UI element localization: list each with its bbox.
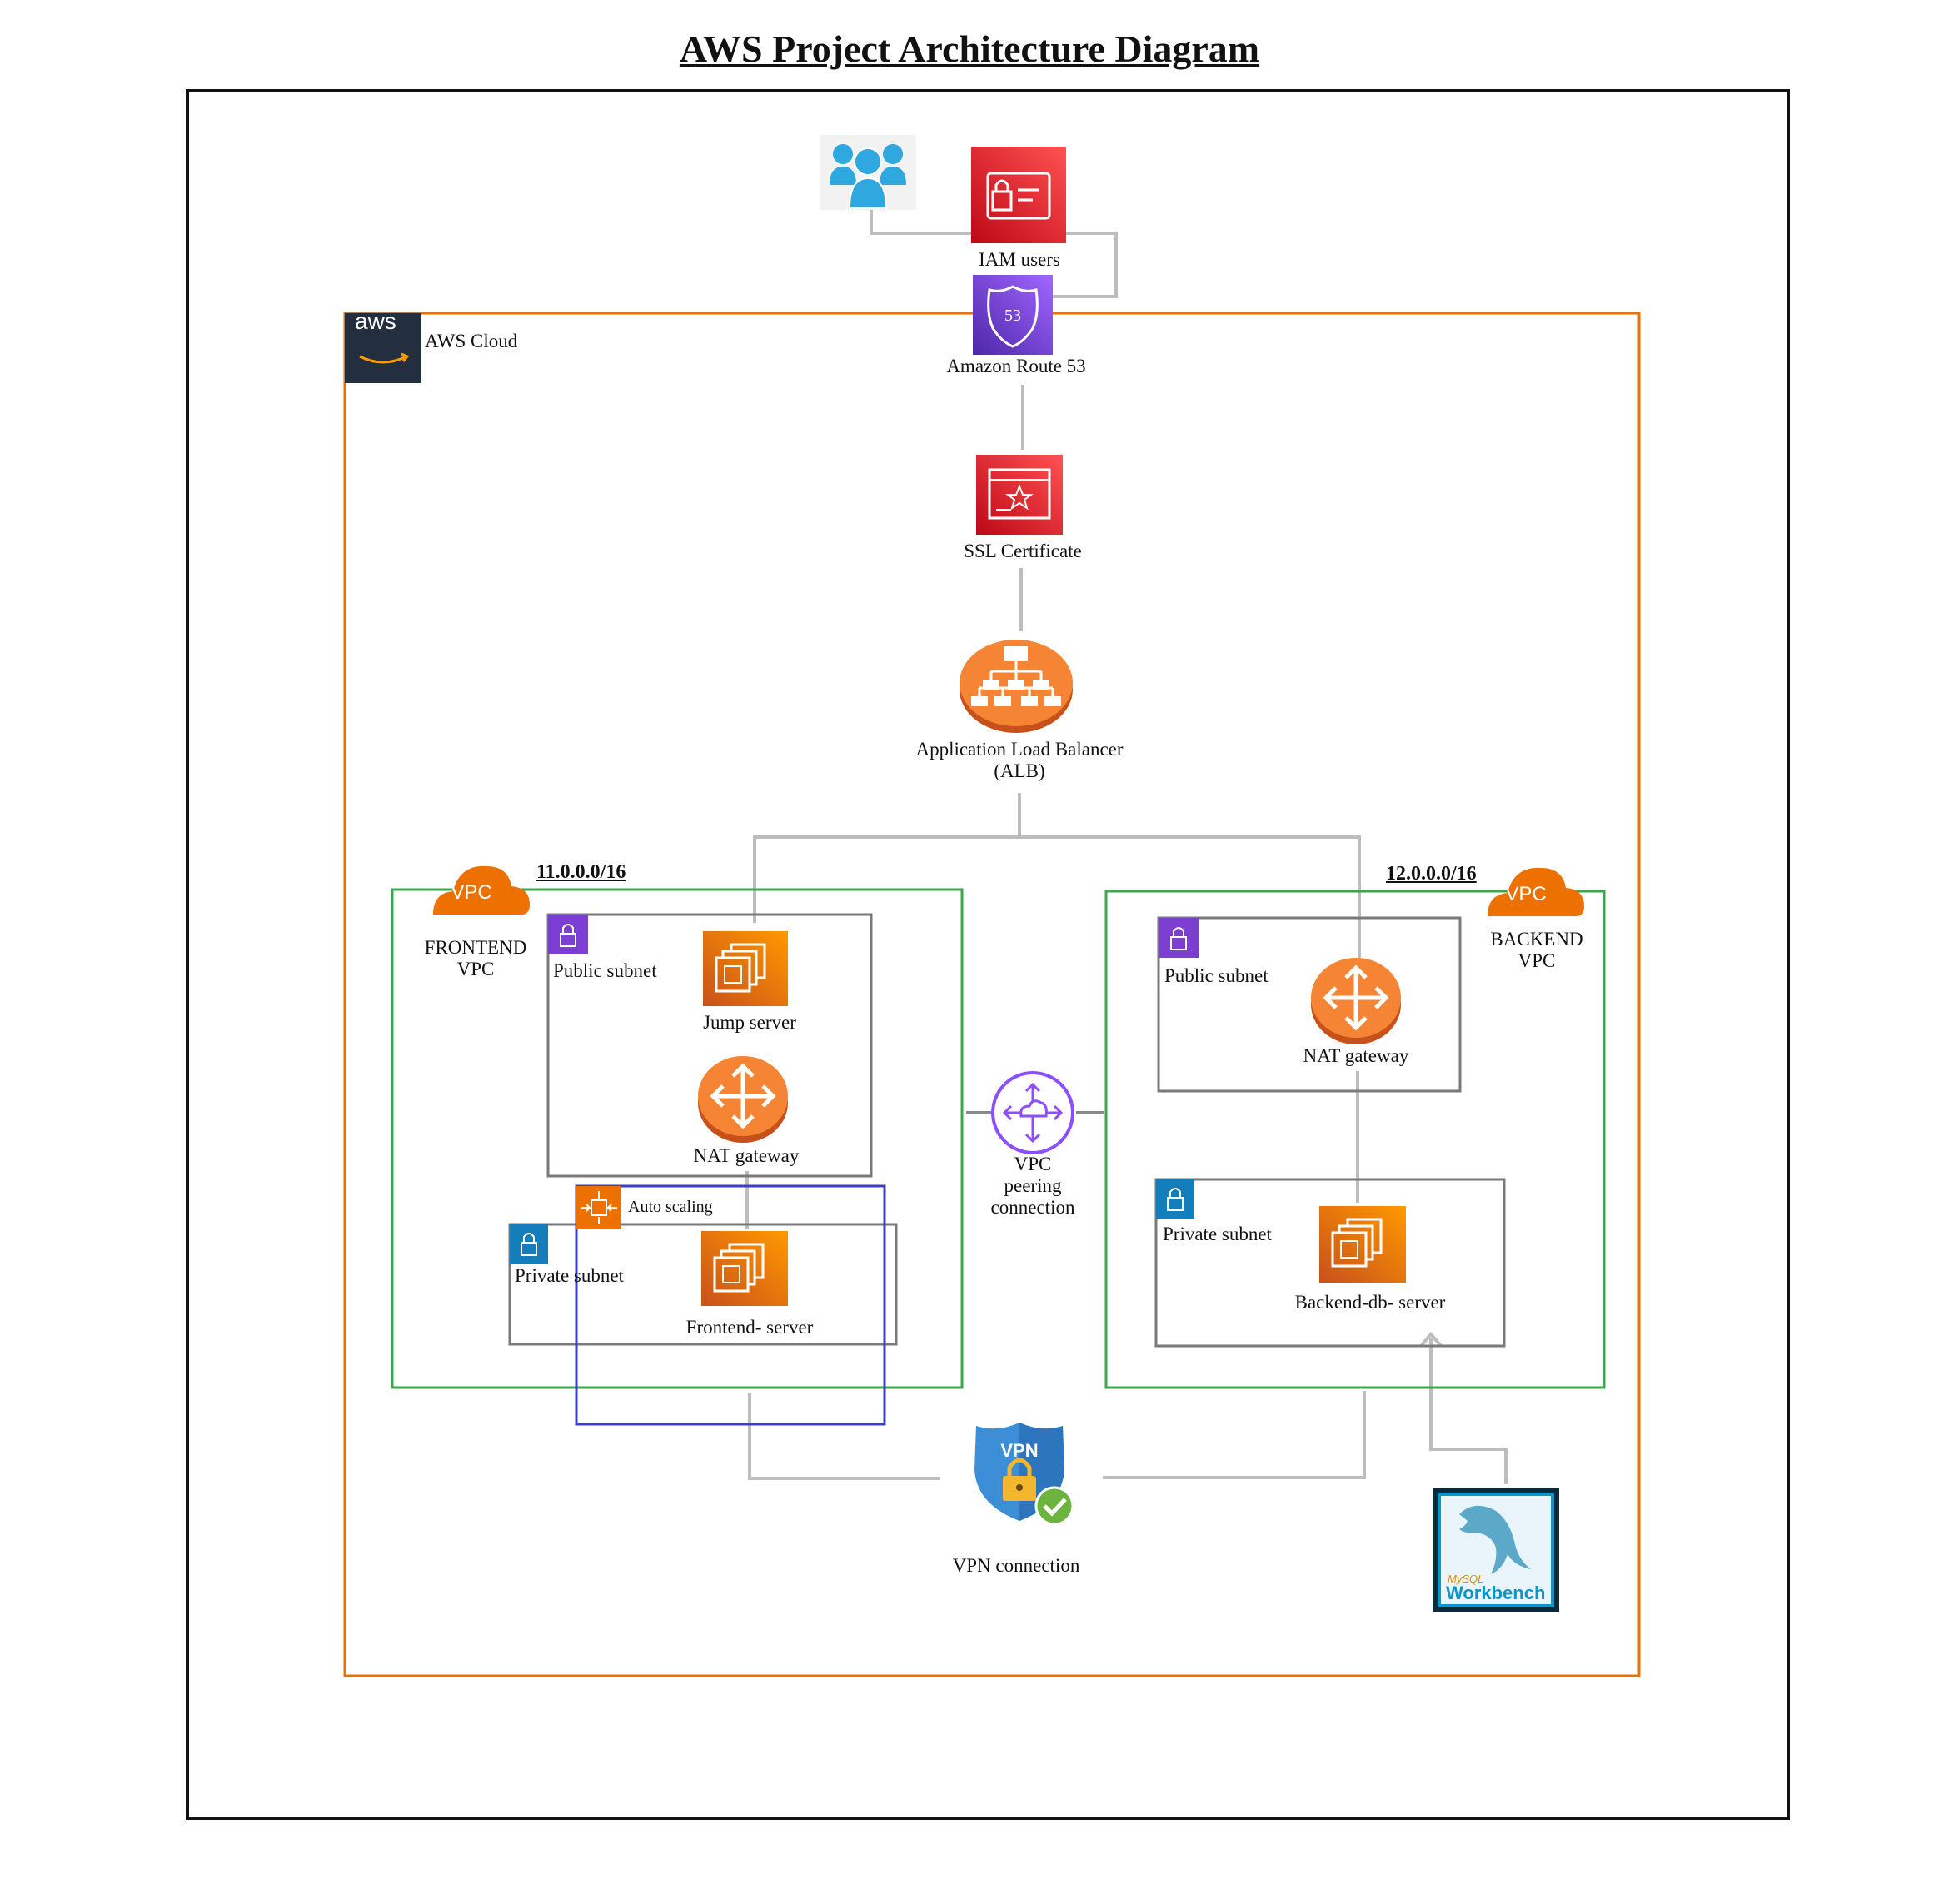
ec2-jump-server-icon: [703, 931, 788, 1006]
iam-icon: [971, 147, 1066, 243]
load-balancer-icon: [960, 640, 1073, 733]
backend-public-subnet: [1157, 916, 1462, 1093]
alb-label-line1: Application Load Balancer: [915, 739, 1124, 760]
frontend-public-subnet-label: Public subnet: [553, 960, 657, 981]
frontend-cidr: 11.0.0.0/16: [536, 861, 626, 883]
ssl-certificate-icon: [976, 455, 1063, 535]
route53-label: Amazon Route 53: [946, 356, 1086, 376]
backend-nat-gateway-label: NAT gateway: [1303, 1045, 1409, 1066]
frontend-vpc-badge-text: VPC: [451, 881, 492, 904]
iam-users-label: IAM users: [979, 249, 1060, 270]
private-subnet-lock-icon: [1156, 1179, 1194, 1219]
backend-cidr: 12.0.0.0/16: [1386, 863, 1477, 885]
peering-label-line1: VPC: [1014, 1154, 1052, 1174]
frontend-vpc-boundary: [391, 888, 964, 1389]
diagram-title: AWS Project Architecture Diagram: [679, 27, 1260, 70]
frontend-nat-gateway-label: NAT gateway: [693, 1145, 800, 1166]
frontend-vpc-cloud-icon: [433, 865, 530, 915]
backend-private-subnet-label: Private subnet: [1163, 1224, 1272, 1244]
frontend-vpc-name-line1: FRONTEND: [424, 937, 527, 958]
vpn-connection-label: VPN connection: [952, 1555, 1080, 1576]
users-group-icon: [820, 135, 916, 210]
route53-icon: [973, 275, 1053, 355]
connectors: [745, 207, 1508, 1484]
db-server-label: Backend-db- server: [1294, 1292, 1446, 1313]
alb-label-line2: (ALB): [994, 760, 1045, 781]
ec2-frontend-server-icon: [701, 1231, 788, 1306]
vpn-badge-text: VPN: [1000, 1440, 1039, 1461]
backend-vpc-boundary: [1104, 890, 1606, 1389]
frontend-vpc-name-line2: VPC: [456, 959, 495, 979]
auto-scaling-label: Auto scaling: [628, 1198, 713, 1216]
outer-frame: [186, 89, 1790, 1820]
vpn-shield-icon: [974, 1423, 1074, 1526]
aws-cloud-label: AWS Cloud: [425, 331, 518, 351]
nat-gateway-icon: [698, 1056, 788, 1143]
aws-logo-icon: [345, 313, 421, 383]
mysql-brand-small: MySQL: [1448, 1573, 1484, 1585]
vpc-peering-icon: [991, 1071, 1074, 1154]
public-subnet-lock-icon: [548, 915, 588, 954]
frontend-public-subnet: [546, 913, 873, 1178]
jump-server-label: Jump server: [703, 1012, 796, 1033]
mysql-workbench-icon: [1433, 1488, 1559, 1612]
auto-scaling-group: [575, 1184, 886, 1426]
frontend-server-label: Frontend- server: [685, 1317, 814, 1338]
backend-vpc-name-line2: VPC: [1518, 950, 1556, 971]
aws-logo-text: aws: [355, 308, 396, 334]
backend-public-subnet-label: Public subnet: [1164, 965, 1269, 986]
frontend-private-subnet-label: Private subnet: [515, 1265, 624, 1286]
auto-scaling-icon: [576, 1186, 621, 1229]
ssl-certificate-label: SSL Certificate: [964, 541, 1082, 561]
ec2-db-server-icon: [1319, 1206, 1406, 1283]
public-subnet-lock-icon: [1159, 918, 1199, 958]
mysql-brand-big: Workbench: [1446, 1583, 1546, 1603]
peering-label-line2: peering: [1004, 1175, 1062, 1196]
backend-vpc-badge-text: VPC: [1505, 883, 1547, 905]
frontend-private-subnet: [508, 1223, 898, 1346]
peering-label-line3: connection: [990, 1197, 1075, 1218]
backend-vpc-name-line1: BACKEND: [1490, 929, 1583, 950]
nat-gateway-icon: [1311, 958, 1401, 1044]
route53-badge-text: 53: [1004, 307, 1021, 325]
backend-vpc-cloud-icon: [1488, 867, 1584, 916]
private-subnet-lock-icon: [510, 1224, 548, 1264]
backend-private-subnet: [1154, 1178, 1506, 1348]
